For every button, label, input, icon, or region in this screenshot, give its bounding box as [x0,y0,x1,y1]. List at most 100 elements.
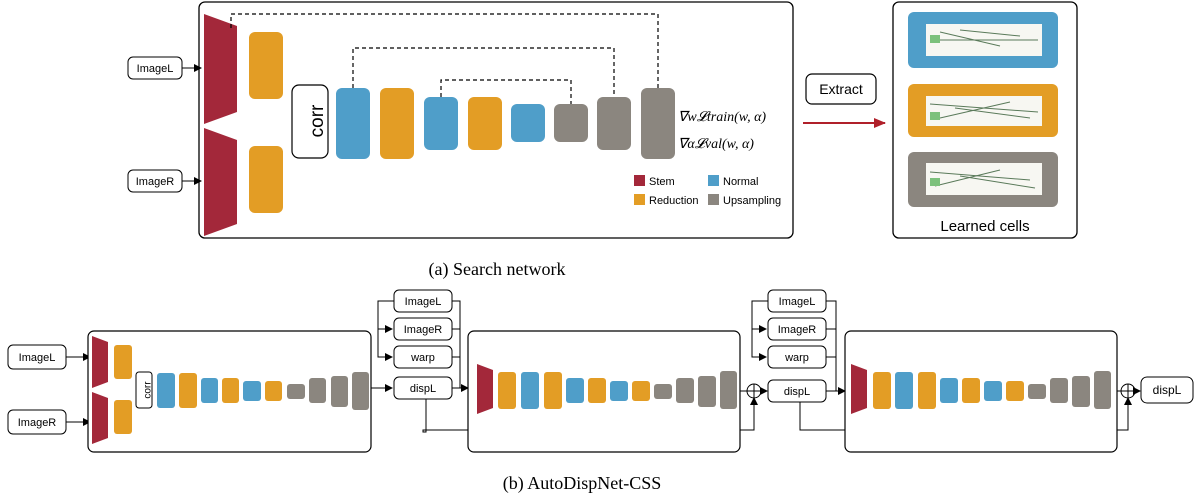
css-block-1-cell-5 [243,381,261,401]
side-box-1-imager-label: ImageR [404,324,443,336]
css-block-1-cell-6 [265,381,282,401]
css-block-3-stem [851,364,867,414]
legend-label-stem: Stem [649,176,675,188]
css-block-3-cell-2 [895,372,913,409]
learned-cells-title: Learned cells [940,218,1029,235]
side-box-1-imagel-label: ImageL [405,296,442,308]
css-block-2-stem [477,364,493,414]
css-block-3-cell-1 [873,372,891,409]
css-block-1-cell-10 [352,372,369,410]
css-block-1-cell-9 [331,376,348,407]
side-box-2-imagel-label: ImageL [779,296,816,308]
css-block-2-cell-5 [588,378,606,403]
caption-search-network: (a) Search network [429,259,566,280]
css-block-1-reduction-right [114,400,132,434]
css-block-2-cell-10 [698,376,716,407]
search-input-imagel-label: ImageL [137,63,174,75]
css-block-3-cell-10 [1072,376,1090,407]
side-box-2-warp-label: warp [784,352,809,364]
legend-label-normal: Normal [723,176,758,188]
search-stem-left [204,14,237,124]
css-block-1-cell-8 [309,378,326,403]
css-block-2-cell-1 [498,372,516,409]
search-input-imager-label: ImageR [136,176,175,188]
search-reduction-left [249,32,283,99]
learned-cell-normal-node [930,35,940,43]
search-reduction-right [249,146,283,213]
skip-connection-outer [230,13,659,88]
learned-cell-upsampling-edges [929,169,1036,189]
css-block-1-stem-left [92,336,108,388]
search-stem-right [204,128,237,236]
learned-cells-panel: Learned cells [892,1,1078,239]
search-cell-normal-3 [511,104,545,142]
css-input-imager-label: ImageR [18,417,57,429]
css-block-1-cell-4 [222,378,239,403]
learned-cell-normal-edges [930,29,1038,47]
css-block-2-cell-3 [544,372,562,409]
search-cell-upsampling-3 [641,88,675,159]
extract-section: Extract [803,73,886,128]
css-output-displ-label: dispL [1153,383,1182,397]
side-box-1-warp-label: warp [410,352,435,364]
caption-css: (b) AutoDispNet-CSS [503,473,662,494]
legend-swatch-reduction [634,194,645,205]
search-cell-upsampling-2 [597,97,631,150]
css-block-1-cell-1 [157,373,175,408]
learned-cell-reduction-edges [929,101,1039,119]
learned-cell-upsampling-graph [926,163,1042,195]
css-block-2-cell-6 [610,381,628,401]
css-output-displ [1140,376,1194,404]
css-block-3-cell-5 [962,378,980,403]
side-box-2-imager-label: ImageR [778,324,817,336]
css-block-1-cell-3 [201,378,218,403]
css-block-3-cell-3 [918,372,936,409]
legend-swatch-stem [634,175,645,186]
extract-box [805,73,877,105]
css-block-3-cell-11 [1094,371,1111,409]
skip-connections [230,13,659,104]
css-block-3-cell-6 [984,381,1002,401]
side-box-2-displ-label: dispL [784,386,810,398]
learned-cell-reduction-node [930,112,940,120]
css-block-2-cell-9 [676,378,694,403]
search-corr-label: corr [307,104,328,137]
skip-connection-middle [352,47,615,97]
css-input-imagel-label: ImageL [19,352,56,364]
legend-swatch-upsampling [708,194,719,205]
skip-connection-inner [440,79,572,104]
legend-swatch-normal [708,175,719,186]
search-cell-normal-1 [336,88,370,159]
legend-label-reduction: Reduction [649,195,699,207]
css-block-2-cell-7 [632,381,650,401]
search-cell-reduction-2 [468,97,502,150]
side-box-1-displ-label: dispL [410,383,436,395]
loss-train: ∇w𝓛train(w, α) [678,110,766,125]
css-block-3-cell-7 [1006,381,1024,401]
css-block-2-cell-4 [566,378,584,403]
legend: Stem Normal Reduction Upsampling [634,175,781,207]
search-network: ImageL ImageR corr ∇w𝓛train(w, α) ∇α [127,1,794,280]
extract-label: Extract [819,81,863,97]
loss-val: ∇α𝓛val(w, α) [678,137,754,152]
css-block-1-cell-2 [179,373,197,408]
search-cell-normal-2 [424,97,458,150]
css-block-3-cell-9 [1050,378,1068,403]
css-block-2-cell-11 [720,371,737,409]
css-block-1-stem-right [92,392,108,444]
search-cell-upsampling-1 [554,104,588,142]
css-block-2-cell-2 [521,372,539,409]
css-block-3-cell-4 [940,378,958,403]
css-network: ImageL ImageR corr ImageL ImageR warp di… [7,289,1194,494]
css-block-3-cell-8 [1028,384,1046,399]
learned-cell-upsampling-node [930,178,940,186]
legend-label-upsampling: Upsampling [723,195,781,207]
css-block-1-corr-label: corr [143,381,154,399]
css-block-1-reduction-left [114,345,132,379]
search-corr-box [291,84,329,159]
css-block-2-cell-8 [654,384,672,399]
css-block-1-cell-7 [287,384,305,399]
css-block-1-corr-box [135,371,153,409]
search-cell-reduction-1 [380,88,414,159]
